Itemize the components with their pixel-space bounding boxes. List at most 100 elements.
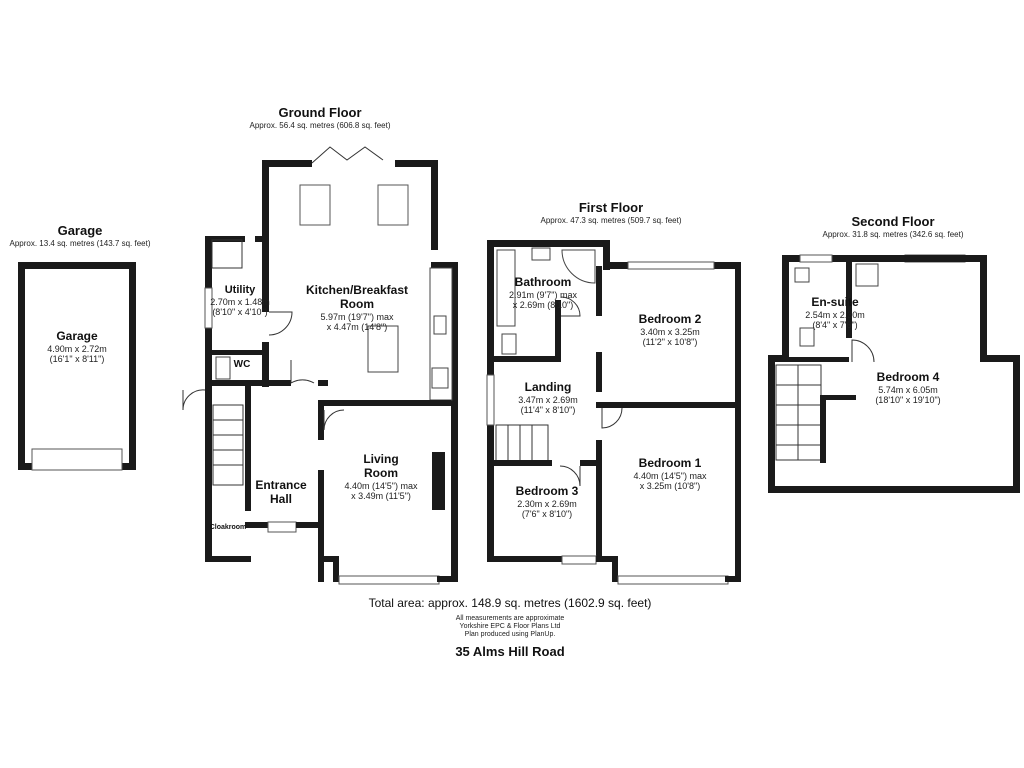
toilet bbox=[799, 327, 815, 347]
bedroom-1-dim2: x 3.25m (10'8") bbox=[639, 481, 701, 492]
window bbox=[204, 287, 213, 329]
wc-name: WC bbox=[233, 359, 251, 370]
living-dim1: 4.40m (14'5") max bbox=[344, 480, 418, 491]
total-area: Total area: approx. 148.9 sq. metres (16… bbox=[368, 596, 652, 610]
living-dim2: x 3.49m (11'5") bbox=[351, 490, 411, 501]
second-floor-heading: Second Floor Approx. 31.8 sq. metres (34… bbox=[803, 214, 983, 239]
toilet bbox=[215, 356, 231, 380]
first-floor-plan bbox=[486, 240, 741, 585]
sink bbox=[433, 315, 447, 335]
bath bbox=[496, 249, 516, 327]
window bbox=[799, 254, 833, 263]
bedroom-4-dim1: 5.74m x 6.05m bbox=[878, 384, 938, 395]
bay-window bbox=[617, 575, 729, 585]
basin bbox=[531, 247, 551, 261]
bathroom-name: Bathroom bbox=[514, 275, 572, 289]
entrance-window bbox=[267, 521, 297, 533]
bedroom-3-dim2: (7'6" x 8'10") bbox=[521, 509, 573, 520]
kitchen-dim1: 5.97m (19'7") max bbox=[320, 311, 394, 322]
ground-floor-plan bbox=[182, 146, 458, 585]
garage-plan bbox=[18, 262, 136, 471]
bedroom-3-label: Bedroom 3 2.30m x 2.69m (7'6" x 8'10") bbox=[500, 484, 594, 520]
garage-room-name: Garage bbox=[56, 329, 98, 343]
bathroom-dim2: x 2.69m (8'10") bbox=[512, 300, 574, 311]
toilet bbox=[501, 333, 517, 355]
first-floor-heading: First Floor Approx. 47.3 sq. metres (509… bbox=[521, 200, 701, 225]
bedroom-2-dim2: (11'2" x 10'8") bbox=[642, 337, 698, 348]
garage-area: Approx. 13.4 sq. metres (143.7 sq. feet) bbox=[9, 238, 151, 248]
garage-room-dim1: 4.90m x 2.72m bbox=[47, 343, 107, 354]
garage-room-label: Garage 4.90m x 2.72m (16'1" x 8'11") bbox=[25, 329, 129, 365]
kitchen-island bbox=[367, 325, 399, 373]
second-stairs bbox=[775, 364, 822, 461]
bifold-doors bbox=[311, 146, 384, 164]
bedroom-2-name: Bedroom 2 bbox=[638, 312, 702, 326]
bedroom-1-name: Bedroom 1 bbox=[638, 456, 702, 470]
utility-dim1: 2.70m x 1.48m bbox=[210, 296, 270, 307]
hob bbox=[431, 367, 449, 389]
garage-title: Garage bbox=[57, 223, 103, 238]
landing-dim1: 3.47m x 2.69m bbox=[518, 394, 578, 405]
second-floor-area: Approx. 31.8 sq. metres (342.6 sq. feet) bbox=[822, 229, 964, 239]
living-room-label: Living Room 4.40m (14'5") max x 3.49m (1… bbox=[326, 452, 436, 501]
first-floor-title: First Floor bbox=[578, 200, 644, 215]
second-floor-title: Second Floor bbox=[851, 214, 935, 229]
bathroom-dim1: 2.91m (9'7") max bbox=[509, 289, 577, 300]
shower bbox=[561, 249, 596, 284]
ground-floor-heading: Ground Floor Approx. 56.4 sq. metres (60… bbox=[230, 105, 410, 130]
entrance-name-line1: Entrance bbox=[255, 478, 307, 492]
skylight bbox=[377, 184, 409, 226]
window bbox=[627, 261, 715, 270]
bedroom-4-label: Bedroom 4 5.74m x 6.05m (18'10" x 19'10"… bbox=[858, 370, 958, 406]
utility-dim2: (8'10" x 4'10") bbox=[212, 306, 268, 317]
utility-label: Utility 2.70m x 1.48m (8'10" x 4'10") bbox=[205, 284, 275, 317]
landing-label: Landing 3.47m x 2.69m (11'4" x 8'10") bbox=[508, 380, 588, 416]
disclaimer-line1: All measurements are approximate bbox=[455, 614, 565, 622]
kitchen-name-line2: Room bbox=[340, 296, 374, 311]
living-name-line2: Room bbox=[364, 465, 398, 480]
entrance-name-line2: Hall bbox=[269, 491, 292, 506]
basin bbox=[794, 267, 810, 283]
ensuite-name: En-suite bbox=[811, 295, 859, 309]
bedroom-2-label: Bedroom 2 3.40m x 3.25m (11'2" x 10'8") bbox=[615, 312, 725, 348]
bathroom-label: Bathroom 2.91m (9'7") max x 2.69m (8'10"… bbox=[503, 275, 583, 311]
disclaimer-line2: Yorkshire EPC & Floor Plans Ltd bbox=[459, 622, 561, 630]
ground-stairs bbox=[212, 404, 244, 486]
front-door-swing bbox=[182, 389, 206, 411]
bedroom-3-dim1: 2.30m x 2.69m bbox=[517, 498, 577, 509]
ground-floor-area: Approx. 56.4 sq. metres (606.8 sq. feet) bbox=[249, 120, 391, 130]
ensuite-dim2: (8'4" x 7'6") bbox=[812, 320, 858, 331]
footer: Total area: approx. 148.9 sq. metres (16… bbox=[300, 596, 720, 660]
garage-floor-heading: Garage Approx. 13.4 sq. metres (143.7 sq… bbox=[0, 223, 160, 248]
ensuite-dim1: 2.54m x 2.30m bbox=[805, 309, 865, 320]
utility-appliance bbox=[211, 239, 243, 269]
garage-room-dim2: (16'1" x 8'11") bbox=[49, 354, 105, 365]
utility-name: Utility bbox=[224, 284, 256, 296]
entrance-hall-label: Entrance Hall bbox=[247, 478, 315, 507]
bedroom-3-name: Bedroom 3 bbox=[515, 484, 579, 498]
bedroom-4-dim2: (18'10" x 19'10") bbox=[875, 395, 941, 406]
living-name-line1: Living bbox=[363, 452, 399, 466]
bedroom-1-dim1: 4.40m (14'5") max bbox=[633, 470, 707, 481]
kitchen-label: Kitchen/Breakfast Room 5.97m (19'7") max… bbox=[292, 283, 422, 332]
ground-floor-title: Ground Floor bbox=[278, 105, 362, 120]
garage-door bbox=[31, 448, 123, 471]
kitchen-dim2: x 4.47m (14'8") bbox=[326, 321, 388, 332]
shower bbox=[855, 263, 879, 287]
ensuite-label: En-suite 2.54m x 2.30m (8'4" x 7'6") bbox=[795, 295, 875, 331]
wc-label: WC bbox=[228, 359, 256, 371]
window bbox=[561, 555, 597, 565]
bedroom-1-label: Bedroom 1 4.40m (14'5") max x 3.25m (10'… bbox=[612, 456, 728, 492]
landing-dim2: (11'4" x 8'10") bbox=[520, 405, 576, 416]
property-address: 35 Alms Hill Road bbox=[455, 643, 565, 659]
cloakroom-label: Cloakroom bbox=[208, 524, 248, 532]
first-stairs bbox=[495, 424, 549, 462]
bedroom-4-name: Bedroom 4 bbox=[876, 370, 940, 384]
window bbox=[486, 374, 495, 426]
bay-window bbox=[338, 575, 440, 585]
disclaimer-line3: Plan produced using PlanUp. bbox=[464, 630, 556, 638]
first-floor-area: Approx. 47.3 sq. metres (509.7 sq. feet) bbox=[540, 215, 682, 225]
cloakroom-name: Cloakroom bbox=[209, 524, 247, 531]
skylight bbox=[299, 184, 331, 226]
